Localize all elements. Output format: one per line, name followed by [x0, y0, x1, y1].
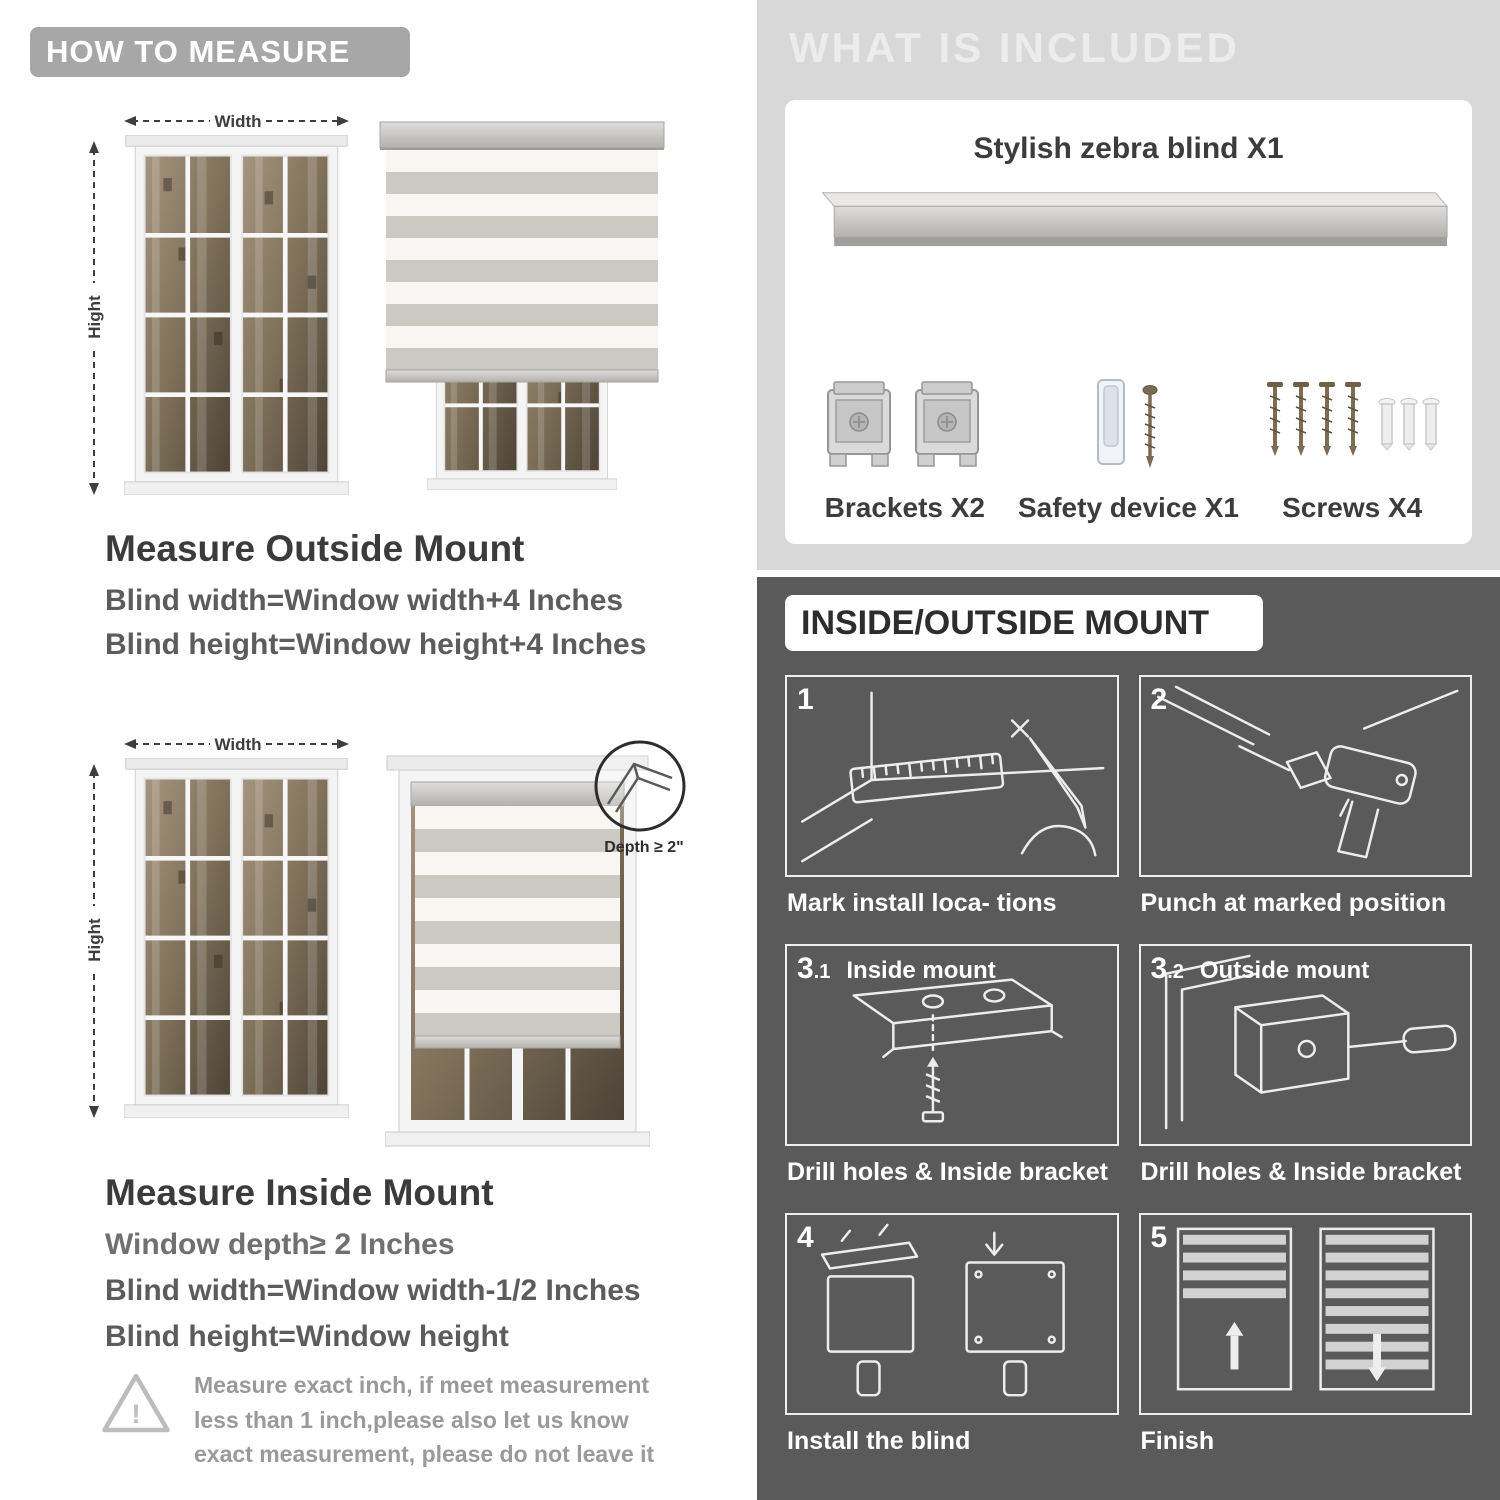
- included-items: Brackets X2 Safety device X1: [793, 376, 1464, 524]
- outside-mount-blind-diagram: [379, 121, 665, 490]
- outside-formula-width: Blind width=Window width+4 Inches: [105, 584, 624, 617]
- width-label: Width: [214, 112, 261, 131]
- step-4-box: 4: [785, 1213, 1119, 1415]
- step-3-1-caption: Drill holes & Inside bracket: [787, 1158, 1108, 1186]
- included-card: Stylish zebra blind X1: [785, 100, 1472, 544]
- install-blind-illustration: [820, 1223, 1065, 1397]
- what-is-included-header: WHAT IS INCLUDED: [789, 24, 1240, 71]
- warning-triangle-icon: !: [102, 1373, 170, 1433]
- outside-formula-height: Blind height=Window height+4 Inches: [105, 628, 647, 661]
- step-1-caption: Mark install loca- tions: [787, 889, 1057, 917]
- warning-exclamation: !: [132, 1399, 141, 1429]
- safety-device-icon: [1096, 379, 1157, 468]
- depth-callout: Depth ≥ 2": [594, 740, 686, 856]
- how-to-measure-header: HOW TO MEASURE: [30, 27, 410, 77]
- mount-header: INSIDE/OUTSIDE MOUNT: [785, 595, 1263, 651]
- width-label: Width: [214, 735, 261, 754]
- measure-warning: ! Measure exact inch, if meet measuremen…: [100, 1368, 680, 1472]
- step-5-number: 5: [1150, 1221, 1168, 1254]
- magnifier-circle-icon: [594, 740, 686, 832]
- step-2-caption: Punch at marked position: [1140, 889, 1447, 917]
- inside-outside-mount-panel: INSIDE/OUTSIDE MOUNT: [757, 577, 1500, 1500]
- included-item-safety-device: Safety device X1: [1017, 376, 1241, 524]
- outside-bracket-illustration: [1164, 954, 1457, 1130]
- step-2: 2 Punch at marked position: [1138, 675, 1472, 944]
- step-4: 4 Install the blind: [785, 1213, 1119, 1482]
- outside-window-diagram: Width Hight: [85, 112, 349, 495]
- step-1: 1 Mark install loca- tions: [785, 675, 1119, 944]
- mark-locations-illustration: [801, 691, 1105, 863]
- zebra-blind-label: Stylish zebra blind X1: [973, 132, 1284, 165]
- screws-icon: [1267, 382, 1440, 456]
- brackets-label: Brackets X2: [824, 492, 985, 523]
- inside-formula-depth: Window depth≥ 2 Inches: [105, 1228, 455, 1261]
- step-1-number: 1: [797, 683, 814, 716]
- step-1-box: 1: [785, 675, 1119, 877]
- depth-label: Depth ≥ 2": [604, 839, 683, 856]
- included-item-screws: Screws X4: [1240, 376, 1464, 524]
- step-5-box: 5: [1138, 1213, 1472, 1415]
- step-5: 5 Finish: [1138, 1213, 1472, 1482]
- inside-mount-blind-diagram: [385, 755, 650, 1147]
- step-5-caption: Finish: [1140, 1427, 1215, 1455]
- inside-window-diagram: Width Hight: [85, 735, 349, 1118]
- included-item-brackets: Brackets X2: [793, 376, 1017, 524]
- inside-formula-height: Blind height=Window height: [105, 1320, 509, 1353]
- step-4-number: 4: [797, 1221, 814, 1254]
- warning-text: Measure exact inch, if meet measurement …: [194, 1372, 655, 1467]
- outside-mount-heading: Measure Outside Mount: [105, 528, 525, 569]
- zebra-blind-headrail-icon: [821, 192, 1448, 247]
- inside-formula-width: Blind width=Window width-1/2 Inches: [105, 1274, 641, 1307]
- height-label: Hight: [85, 918, 104, 962]
- inside-bracket-illustration: [852, 978, 1063, 1123]
- step-2-box: 2: [1138, 675, 1472, 877]
- height-label: Hight: [85, 295, 104, 339]
- step-3-2-caption: Drill holes & Inside bracket: [1140, 1158, 1462, 1186]
- inside-mount-heading: Measure Inside Mount: [105, 1172, 494, 1213]
- step-4-caption: Install the blind: [787, 1427, 971, 1455]
- screws-label: Screws X4: [1282, 492, 1423, 523]
- punch-position-illustration: [1156, 685, 1458, 859]
- what-is-included-panel: WHAT IS INCLUDED Stylish zebra blind X1: [757, 0, 1500, 570]
- step-2-number: 2: [1150, 683, 1168, 716]
- mount-steps: 1 Mark install loca- tions: [785, 675, 1472, 1482]
- brackets-icon: [826, 381, 979, 467]
- finish-illustration: [1176, 1227, 1435, 1391]
- safety-device-label: Safety device X1: [1017, 492, 1240, 523]
